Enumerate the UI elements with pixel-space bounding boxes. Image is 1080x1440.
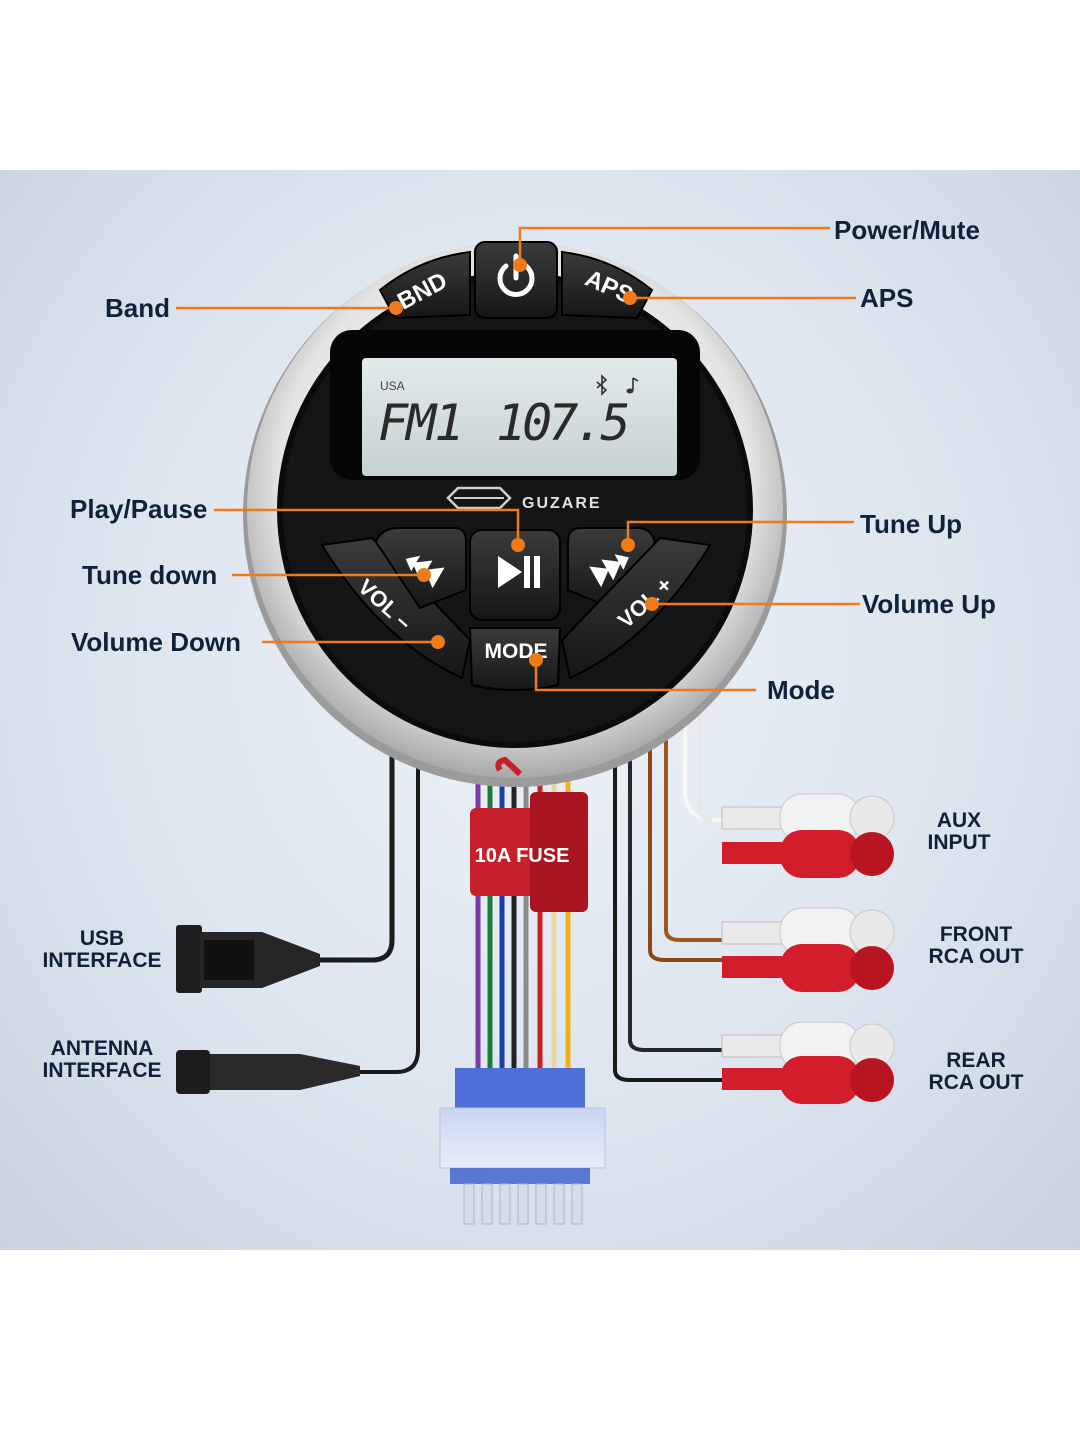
callout-play-pause: Play/Pause <box>70 494 208 524</box>
front-label-line1: FRONT <box>939 923 1013 946</box>
callout-aps: APS <box>860 283 914 313</box>
bluetooth-icon <box>596 374 608 396</box>
lcd-band: FM1 <box>378 394 462 452</box>
callout-volume-up: Volume Up <box>862 589 996 619</box>
callout-tune-down: Tune down <box>82 560 218 590</box>
fuse-label: 10A FUSE <box>475 845 570 867</box>
mode-button[interactable]: MODE <box>468 627 562 691</box>
callout-tune-up: Tune Up <box>860 509 963 539</box>
front-label-line2: RCA OUT <box>928 945 1024 969</box>
rca-plugs-rear <box>721 1021 895 1104</box>
antenna-interface-label: ANTENNA INTERFACE <box>36 1037 168 1083</box>
skip-forward-icon <box>589 554 629 588</box>
usb-label-line1: USB <box>79 927 125 950</box>
antenna-label-line2: INTERFACE <box>42 1059 162 1083</box>
play-pause-button[interactable] <box>469 529 561 621</box>
rca-plugs-front <box>721 907 895 992</box>
product-panel: BND APS USA FM1 107.5 GUZARE <box>0 170 1080 1250</box>
rca-plugs-aux <box>721 793 895 878</box>
callout-lines <box>176 226 860 692</box>
callout-power-mute: Power/Mute <box>834 215 980 245</box>
callout-band: Band <box>105 293 170 323</box>
stereo-diagram: BND APS USA FM1 107.5 GUZARE <box>176 226 895 1225</box>
front-rca-label: FRONT RCA OUT <box>918 923 1034 969</box>
usb-connector <box>176 925 320 993</box>
antenna-connector <box>176 1050 360 1094</box>
rear-rca-label: REAR RCA OUT <box>918 1049 1034 1095</box>
fuse-holder: 10A FUSE <box>470 756 588 912</box>
lcd-display: USA FM1 107.5 <box>330 330 700 480</box>
usb-label-line2: INTERFACE <box>42 949 162 973</box>
callout-dots <box>389 258 659 667</box>
aux-label-line2: INPUT <box>927 831 991 855</box>
lcd-frequency: 107.5 <box>496 394 628 452</box>
rca-cables <box>613 670 735 1082</box>
bnd-button[interactable]: BND <box>378 250 471 320</box>
callout-volume-down: Volume Down <box>71 627 241 657</box>
usb-cable <box>320 700 395 963</box>
callout-mode: Mode <box>767 675 835 705</box>
aux-input-label: AUX INPUT <box>916 809 1002 855</box>
play-pause-icon <box>498 556 540 588</box>
rear-label-line1: REAR <box>946 1049 1006 1072</box>
aux-label-line1: AUX <box>936 809 982 832</box>
lcd-region: USA <box>380 379 405 393</box>
power-button[interactable] <box>474 241 558 319</box>
usb-interface-label: USB INTERFACE <box>36 927 168 973</box>
antenna-label-line1: ANTENNA <box>50 1037 154 1060</box>
music-note-icon <box>626 377 639 394</box>
antenna-cable <box>360 700 420 1074</box>
wiring-harness-connector <box>439 1068 606 1225</box>
rear-label-line2: RCA OUT <box>928 1071 1024 1095</box>
brand-logo: GUZARE <box>446 486 602 512</box>
brand-name: GUZARE <box>522 495 602 512</box>
head-unit <box>243 242 787 787</box>
